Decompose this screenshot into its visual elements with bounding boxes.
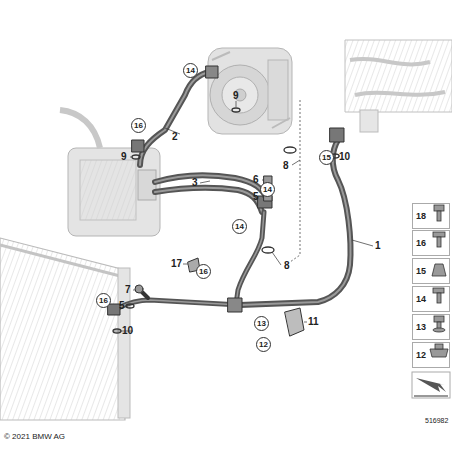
footer-text: © 2021 BMW AG	[4, 433, 65, 441]
callout-circle: 13	[254, 316, 269, 331]
legend-part-box: 15	[412, 258, 450, 284]
callout-number: 7	[125, 285, 131, 295]
callout-circle: 15	[319, 150, 334, 165]
compressor	[208, 48, 292, 134]
callout-circle: 16	[196, 264, 211, 279]
callout-number: 16	[134, 122, 143, 130]
part-legend-icons	[430, 205, 448, 357]
callout-number: 12	[259, 341, 268, 349]
callout-number: 14	[235, 223, 244, 231]
callout-circle: 12	[256, 337, 271, 352]
leader-lines	[113, 100, 373, 331]
legend-part-box: 16	[412, 230, 450, 256]
callout-number: 18	[416, 212, 426, 221]
callout-circle: 14	[183, 63, 198, 78]
callout-circle: 16	[96, 293, 111, 308]
callout-number: 15	[322, 154, 331, 162]
callout-number: 14	[186, 67, 195, 75]
callout-number: 8	[283, 161, 289, 171]
legend-part-box: 13	[412, 314, 450, 340]
callout-number: 9	[121, 152, 127, 162]
callout-number: 15	[416, 267, 426, 276]
callout-circle: 16	[131, 118, 146, 133]
refrigerant-hoses	[108, 66, 351, 336]
callout-number: 16	[99, 297, 108, 305]
callout-circle: 14	[232, 219, 247, 234]
callout-number: 1	[375, 241, 381, 251]
callout-number: 16	[416, 239, 426, 248]
callout-number: 13	[257, 320, 266, 328]
callout-number: 11	[308, 317, 319, 327]
radiator-fragment	[345, 40, 452, 132]
callout-number: 5	[253, 192, 259, 202]
legend-part-box: 14	[412, 286, 450, 312]
footer-text: 516982	[425, 417, 448, 424]
legend-part-box: 12	[412, 342, 450, 368]
callout-number: 3	[192, 178, 198, 188]
arrow-box	[412, 372, 450, 398]
callout-number: 14	[263, 186, 272, 194]
callout-number: 5	[119, 301, 125, 311]
callout-number: 2	[172, 132, 178, 142]
callout-number: 13	[416, 323, 426, 332]
callout-number: 10	[122, 326, 133, 336]
callout-number: 9	[233, 91, 239, 101]
evaporator-unit	[60, 110, 160, 236]
callout-number: 16	[199, 268, 208, 276]
callout-number: 14	[416, 295, 426, 304]
callout-number: 10	[339, 152, 350, 162]
callout-number: 12	[416, 351, 426, 360]
condenser	[0, 238, 130, 420]
callout-circle: 14	[260, 182, 275, 197]
callout-number: 6	[253, 175, 259, 185]
callout-number: 8	[284, 261, 290, 271]
legend-part-box: 18	[412, 203, 450, 229]
callout-number: 17	[171, 259, 182, 269]
